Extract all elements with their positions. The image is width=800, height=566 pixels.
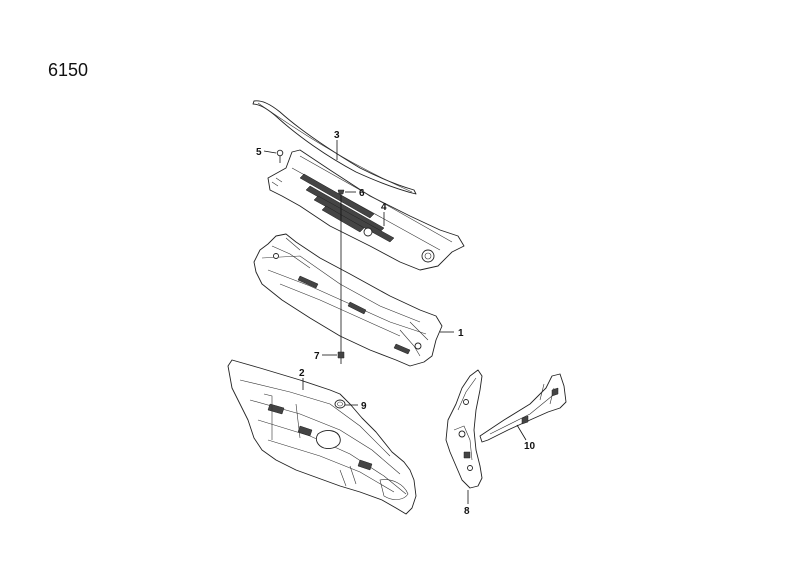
part-4-cowl-top-cover	[267, 149, 465, 271]
part-9-grommet	[334, 399, 346, 409]
part-10-side-bracket	[479, 373, 567, 443]
callout-2: 2	[299, 368, 305, 379]
part-1-cowl-panel	[253, 233, 443, 367]
part-3-weatherstrip	[252, 100, 417, 195]
part-7-bolt	[337, 351, 345, 364]
callout-9: 9	[361, 401, 367, 412]
callout-8: 8	[464, 506, 470, 517]
part-6-screw	[337, 189, 345, 195]
callout-4: 4	[381, 202, 387, 213]
callout-6: 6	[359, 188, 365, 199]
callout-10: 10	[524, 441, 536, 452]
callout-1: 1	[458, 328, 464, 339]
page-number: 6150	[48, 60, 89, 80]
leader-lines	[263, 140, 527, 504]
callout-7: 7	[314, 351, 320, 362]
callout-3: 3	[334, 130, 340, 141]
part-8-pillar-panel	[445, 369, 483, 489]
part-5-clip	[276, 149, 284, 163]
part-2-dash-panel	[227, 359, 417, 515]
callout-5: 5	[256, 147, 262, 158]
